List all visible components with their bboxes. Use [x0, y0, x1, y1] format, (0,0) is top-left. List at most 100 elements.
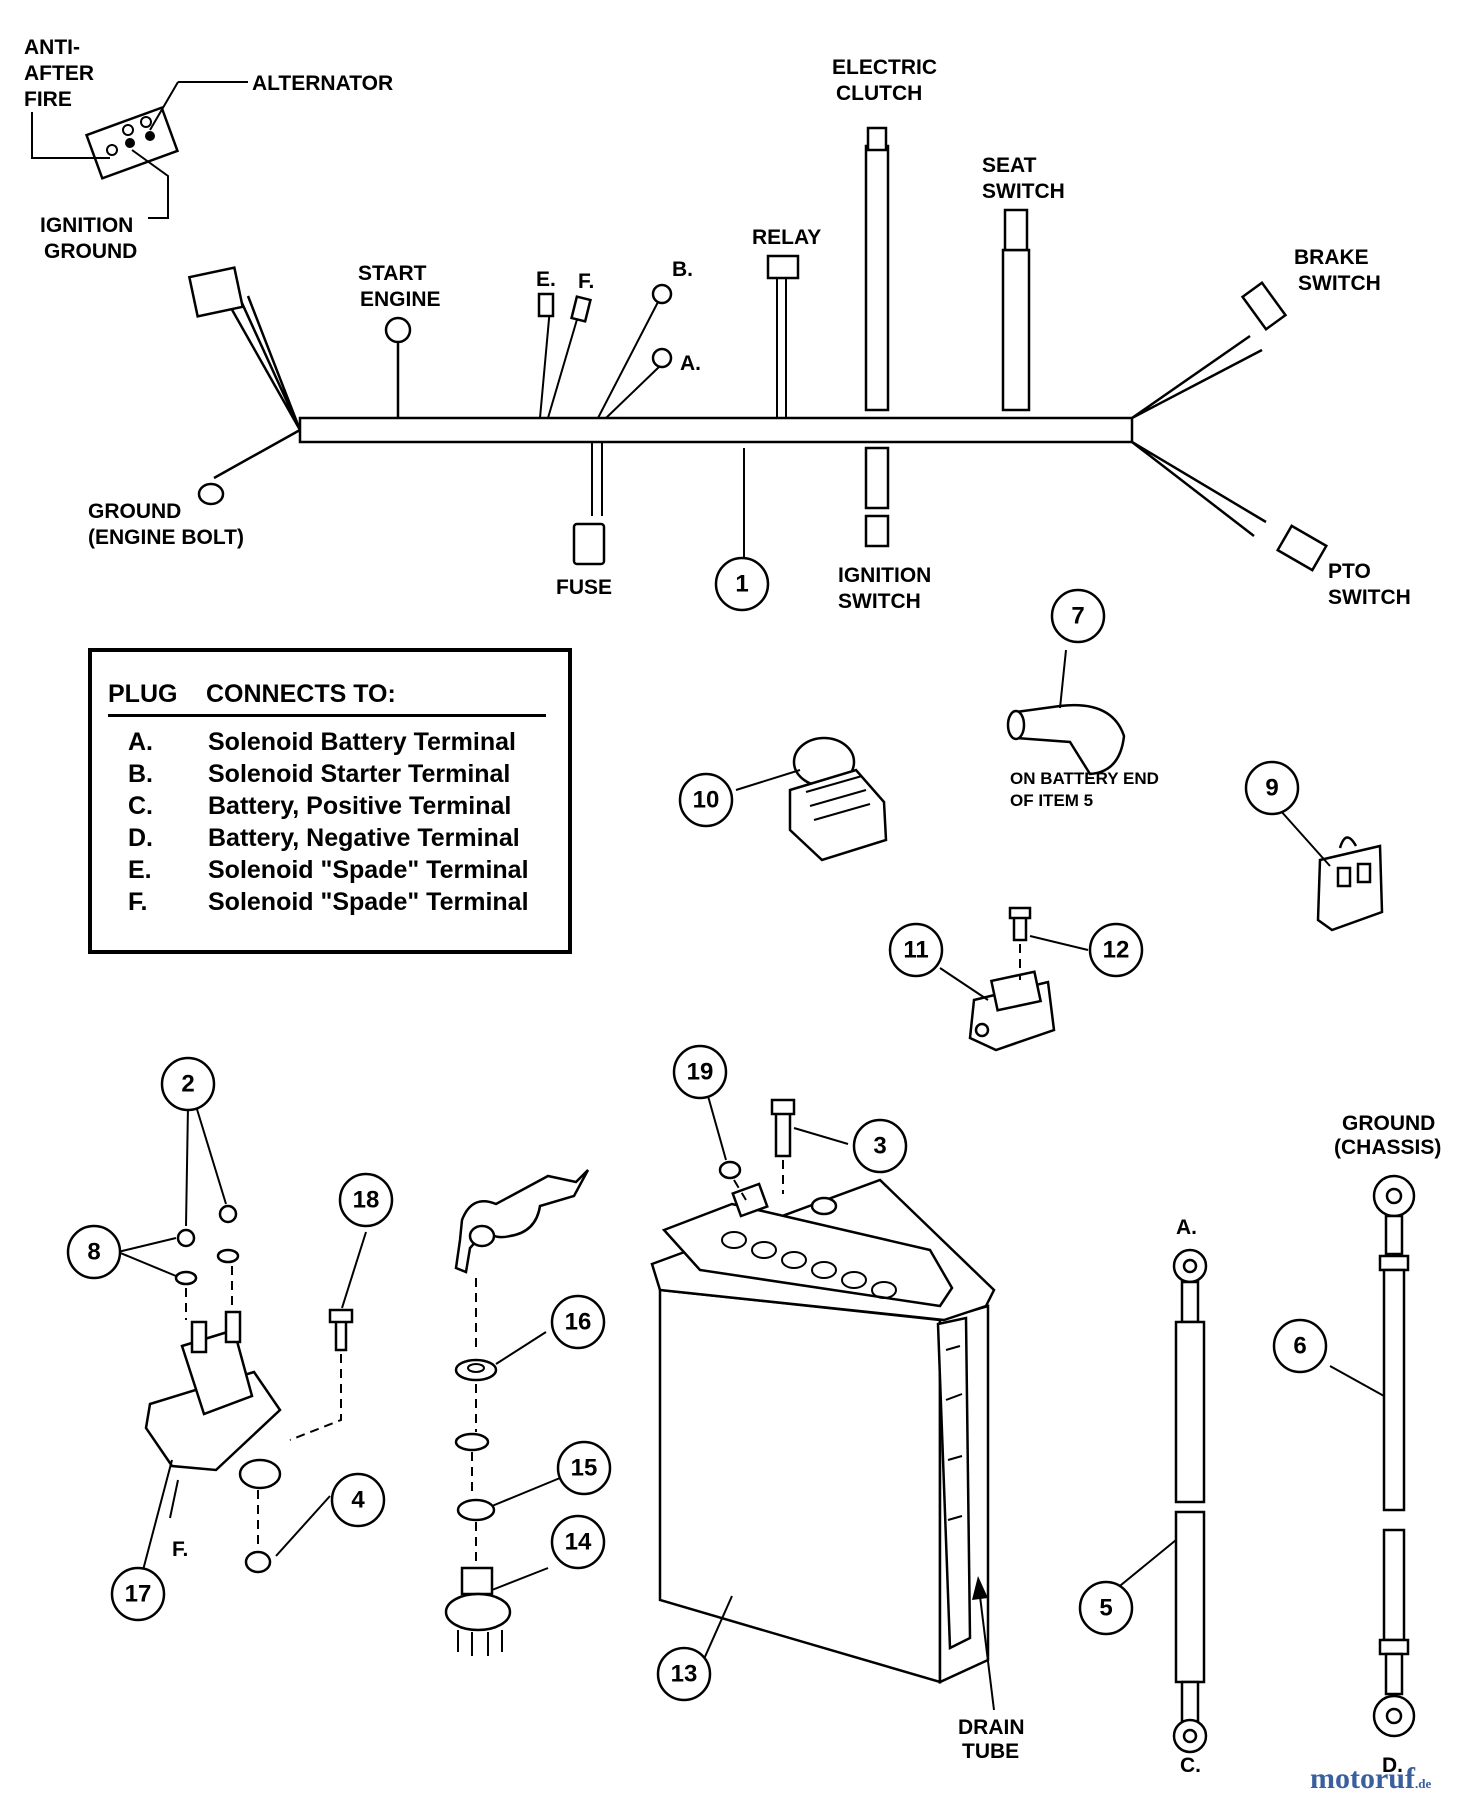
legend-header-plug: PLUG	[108, 680, 178, 708]
legend-connects-to: Solenoid Battery Terminal	[208, 728, 516, 756]
callout-18: 18	[338, 1172, 394, 1228]
nut-16b	[454, 1432, 490, 1452]
label-seat-switch-2: SWITCH	[982, 180, 1065, 203]
guide-nut-19	[733, 1179, 747, 1201]
pin-extra	[122, 124, 134, 136]
label-ground-engine-2: (ENGINE BOLT)	[88, 526, 244, 549]
callout-4: 4	[330, 1472, 386, 1528]
label-anti-after-fire-1: ANTI-	[24, 36, 80, 59]
label-ground-engine-1: GROUND	[88, 500, 181, 523]
label-battery-end-2: OF ITEM 5	[1010, 791, 1093, 810]
legend-row: C.Battery, Positive Terminal	[128, 792, 558, 824]
battery-cover	[661, 1202, 954, 1308]
label-start-engine-2: ENGINE	[360, 288, 441, 311]
legend-row: A. Solenoid Battery Terminal	[128, 728, 558, 760]
legend-row: D. Battery, Negative Terminal	[128, 824, 558, 856]
guide-18	[289, 1354, 342, 1441]
connector-9-slot-1	[1336, 866, 1352, 888]
label-seat-switch-1: SEAT	[982, 154, 1037, 177]
regulator-body	[788, 768, 888, 862]
label-ignition-switch-2: SWITCH	[838, 590, 921, 613]
callout-3: 3	[852, 1118, 908, 1174]
callout-12: 12	[1088, 922, 1144, 978]
callout-19: 19	[672, 1044, 728, 1100]
battery-caps	[721, 1231, 897, 1299]
legend-connects-to: Battery, Negative Terminal	[208, 824, 520, 852]
label-drain-tube-2: TUBE	[962, 1740, 1019, 1763]
label-plug-f: F.	[578, 270, 594, 293]
label-solenoid-f: F.	[172, 1538, 188, 1561]
fuse-wires	[591, 442, 603, 516]
bracket-block	[989, 970, 1043, 1012]
label-pto-switch-1: PTO	[1328, 560, 1371, 583]
label-cable-a: A.	[1176, 1216, 1197, 1239]
switch-14-shaft	[460, 1566, 494, 1596]
relay-plug	[766, 254, 800, 280]
battery-terminal-2	[810, 1196, 838, 1216]
relay-wires	[776, 276, 787, 418]
leader-drain-tube	[977, 1579, 995, 1711]
cable-6-ring-bottom-hole	[1385, 1707, 1403, 1725]
wiring-harness	[187, 126, 1329, 572]
harness-trunk	[298, 416, 1134, 444]
drain-tube	[936, 1316, 972, 1650]
cable-5-crimp-top	[1180, 1280, 1200, 1324]
label-cable-c: C.	[1180, 1754, 1201, 1777]
washer-8-left	[174, 1270, 198, 1286]
connector-9-slot-2	[1356, 862, 1372, 884]
battery-terminal-post	[731, 1182, 769, 1218]
switch-14-body	[444, 1592, 512, 1632]
label-cable-d: D.	[1382, 1754, 1403, 1777]
nut-19	[718, 1160, 742, 1180]
pto-switch-plug	[1275, 524, 1329, 572]
ignition-switch-plug	[864, 514, 890, 548]
electric-clutch-lead	[864, 144, 890, 412]
leader-anti-after-fire	[31, 112, 110, 159]
callout-16-number: 16	[565, 1309, 592, 1336]
label-fuse: FUSE	[556, 576, 612, 599]
callout-9: 9	[1244, 760, 1300, 816]
screw-12	[1012, 914, 1028, 942]
ground-ring-terminal	[197, 482, 225, 506]
label-pto-switch-2: SWITCH	[1328, 586, 1411, 609]
legend-plug: B.	[128, 760, 153, 788]
legend-connects-to: Solenoid Starter Terminal	[208, 760, 511, 788]
start-engine-terminal	[384, 316, 412, 344]
legend-plug: A.	[128, 728, 153, 756]
solenoid-stud-right	[224, 1310, 242, 1344]
cable-6-sleeve-bottom	[1378, 1638, 1410, 1656]
connector-9	[1316, 836, 1384, 932]
label-plug-a: A.	[680, 352, 701, 375]
callout-10-number: 10	[693, 787, 720, 814]
leader-ignition-ground	[131, 149, 169, 219]
battery	[650, 1098, 996, 1684]
ground-wire	[213, 428, 301, 480]
ab-wires	[597, 301, 661, 419]
callout-7: 7	[1050, 588, 1106, 644]
cable-5-upper	[1174, 1320, 1206, 1504]
label-plug-e: E.	[536, 268, 556, 291]
cable-6-crimp-top	[1384, 1214, 1404, 1256]
legend-plug: D.	[128, 824, 153, 852]
pin-anti-after-fire	[106, 144, 118, 156]
solenoid-stud-left	[190, 1320, 208, 1354]
label-plug-b: B.	[672, 258, 693, 281]
label-brake-switch-2: SWITCH	[1298, 272, 1381, 295]
callout-7-number: 7	[1071, 603, 1084, 630]
legend-row: E.Solenoid "Spade" Terminal	[128, 856, 558, 888]
pto-switch-lead	[1131, 440, 1267, 537]
washer-15	[456, 1498, 496, 1522]
callout-8-number: 8	[87, 1239, 100, 1266]
seat-switch-plug	[1003, 208, 1029, 252]
ignition-keys	[454, 1169, 590, 1274]
drain-tube-arrow	[972, 1576, 988, 1600]
callout-13: 13	[656, 1646, 712, 1702]
callout-15-number: 15	[571, 1455, 598, 1482]
callout-3-number: 3	[873, 1133, 886, 1160]
ground-cable-6	[1372, 1174, 1416, 1738]
bracket-11	[968, 906, 1056, 1052]
watermark: motoruf.de	[1310, 1762, 1431, 1796]
cable-6-crimp-bottom	[1384, 1652, 1404, 1696]
